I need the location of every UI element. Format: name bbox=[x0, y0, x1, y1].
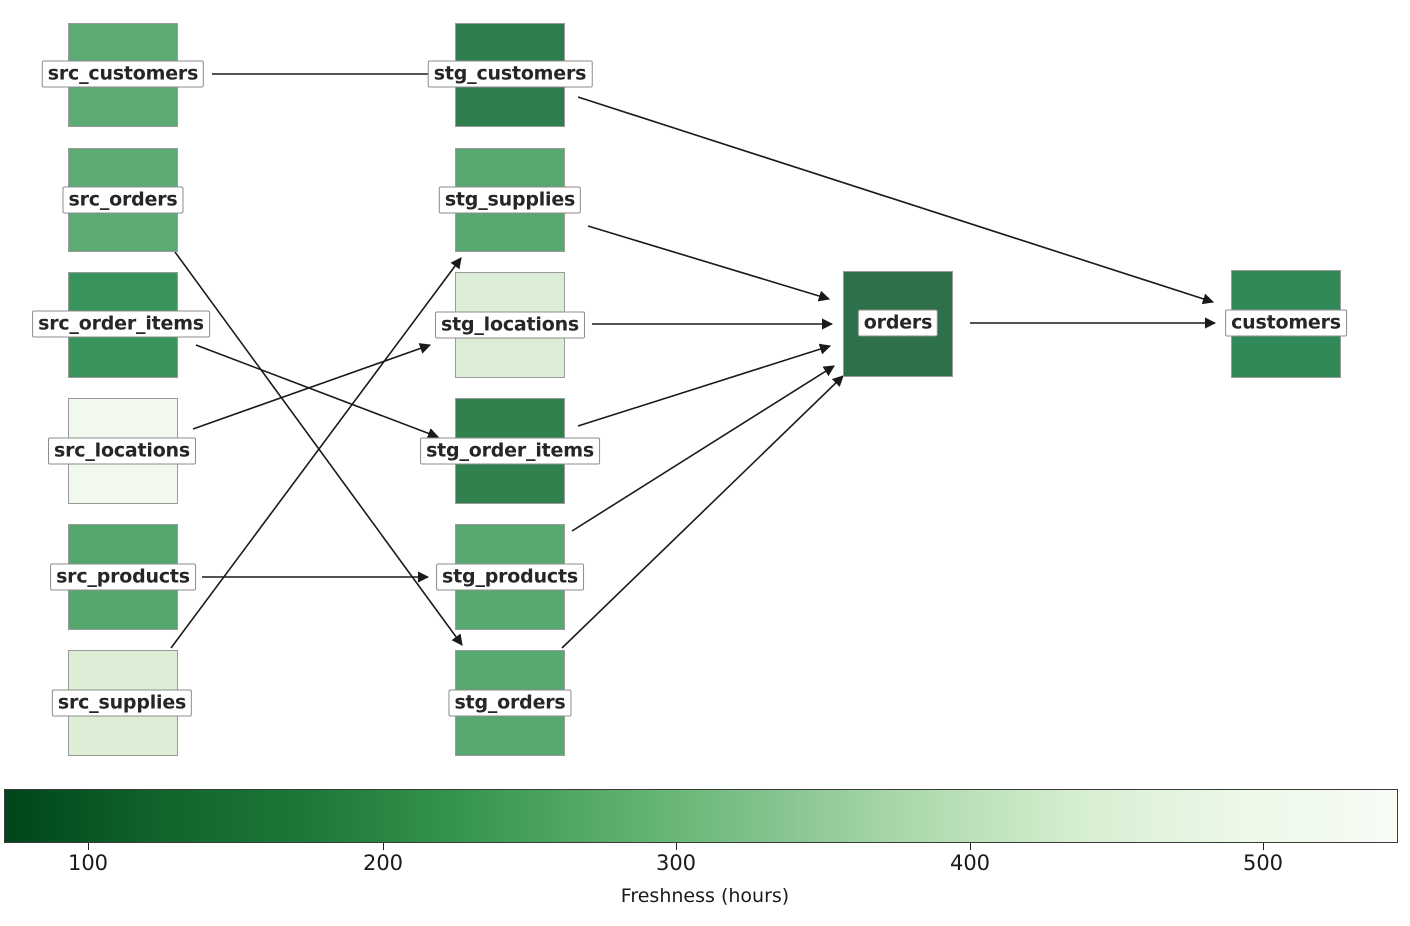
node-label-src_order_items[interactable]: src_order_items bbox=[32, 310, 210, 338]
colorbar-tick-500 bbox=[1263, 843, 1264, 850]
colorbar-ticklabel-500: 500 bbox=[1242, 851, 1284, 875]
colorbar-tick-400 bbox=[970, 843, 971, 850]
node-label-stg_customers[interactable]: stg_customers bbox=[427, 60, 593, 88]
node-label-stg_locations[interactable]: stg_locations bbox=[434, 311, 586, 339]
colorbar-tick-300 bbox=[676, 843, 677, 850]
edge-stg_orders-orders bbox=[561, 375, 844, 649]
node-label-stg_order_items[interactable]: stg_order_items bbox=[420, 437, 600, 465]
node-label-stg_supplies[interactable]: stg_supplies bbox=[438, 186, 582, 214]
colorbar-ticklabel-100: 100 bbox=[67, 851, 109, 875]
node-label-src_products[interactable]: src_products bbox=[50, 563, 196, 591]
colorbar-ticklabel-200: 200 bbox=[362, 851, 404, 875]
edge-stg_products-orders bbox=[571, 365, 835, 532]
node-label-stg_orders[interactable]: stg_orders bbox=[448, 689, 572, 717]
edge-src_order_items-stg_order_items bbox=[195, 344, 440, 439]
node-label-src_supplies[interactable]: src_supplies bbox=[51, 689, 193, 717]
colorbar-tick-100 bbox=[88, 843, 89, 850]
colorbar-axis-label: Freshness (hours) bbox=[620, 885, 790, 907]
node-label-src_orders[interactable]: src_orders bbox=[62, 186, 184, 214]
edge-src_supplies-stg_supplies bbox=[170, 257, 462, 649]
edge-src_locations-stg_locations bbox=[192, 343, 432, 430]
edge-stg_supplies-orders bbox=[587, 225, 831, 302]
colorbar-gradient bbox=[4, 789, 1398, 843]
colorbar: 100 200 300 400 500 bbox=[4, 789, 1398, 875]
node-label-src_locations[interactable]: src_locations bbox=[48, 437, 196, 465]
node-label-orders[interactable]: orders bbox=[857, 309, 939, 337]
colorbar-ticklabel-300: 300 bbox=[655, 851, 697, 875]
node-label-stg_products[interactable]: stg_products bbox=[436, 563, 584, 591]
colorbar-tick-200 bbox=[383, 843, 384, 850]
node-label-customers[interactable]: customers bbox=[1225, 309, 1347, 337]
edge-stg_order_items-orders bbox=[577, 343, 832, 427]
node-label-src_customers[interactable]: src_customers bbox=[41, 60, 205, 88]
edge-src_orders-stg_orders bbox=[174, 251, 463, 646]
colorbar-ticklabel-400: 400 bbox=[949, 851, 991, 875]
